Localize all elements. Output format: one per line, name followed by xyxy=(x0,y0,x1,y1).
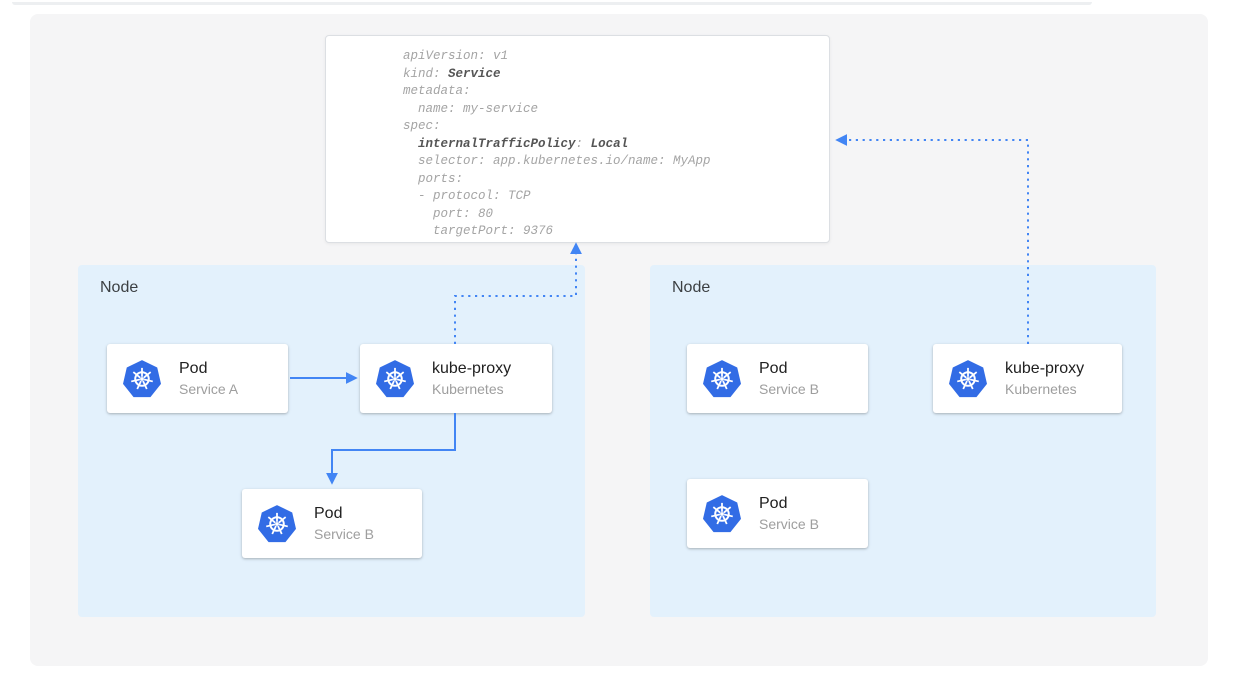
card-title: Pod xyxy=(314,505,343,522)
kubernetes-icon xyxy=(122,359,162,398)
card-subtitle: Service A xyxy=(179,381,239,397)
node-label: Node xyxy=(100,279,139,296)
card-title: kube-proxy xyxy=(432,360,512,377)
kubeproxy-card-right: kube-proxy Kubernetes xyxy=(933,344,1122,413)
card-title: Pod xyxy=(759,360,788,377)
top-strip-decoration xyxy=(12,2,1092,5)
card-subtitle: Kubernetes xyxy=(1005,381,1077,397)
pod-card-service-a: Pod Service A xyxy=(107,344,288,413)
node-right: Node Pod Service B kube-proxy Kubernetes xyxy=(650,265,1156,617)
kubernetes-icon xyxy=(257,504,297,543)
kubernetes-icon xyxy=(375,359,415,398)
card-title: kube-proxy xyxy=(1005,360,1085,377)
node-left: Node Pod Service A kube-proxy Kubernetes xyxy=(78,265,585,617)
pod-card-service-b-left: Pod Service B xyxy=(242,489,422,558)
card-subtitle: Service B xyxy=(759,516,819,532)
card-subtitle: Kubernetes xyxy=(432,381,504,397)
kubernetes-icon xyxy=(702,359,742,398)
pod-card-service-b-right-2: Pod Service B xyxy=(687,479,868,548)
card-subtitle: Service B xyxy=(314,526,374,542)
kubeproxy-card-left: kube-proxy Kubernetes xyxy=(360,344,552,413)
kubernetes-icon xyxy=(702,494,742,533)
node-label: Node xyxy=(672,279,711,296)
card-subtitle: Service B xyxy=(759,381,819,397)
kubernetes-icon xyxy=(948,359,988,398)
card-title: Pod xyxy=(759,495,788,512)
pod-card-service-b-right-1: Pod Service B xyxy=(687,344,868,413)
card-title: Pod xyxy=(179,360,208,377)
